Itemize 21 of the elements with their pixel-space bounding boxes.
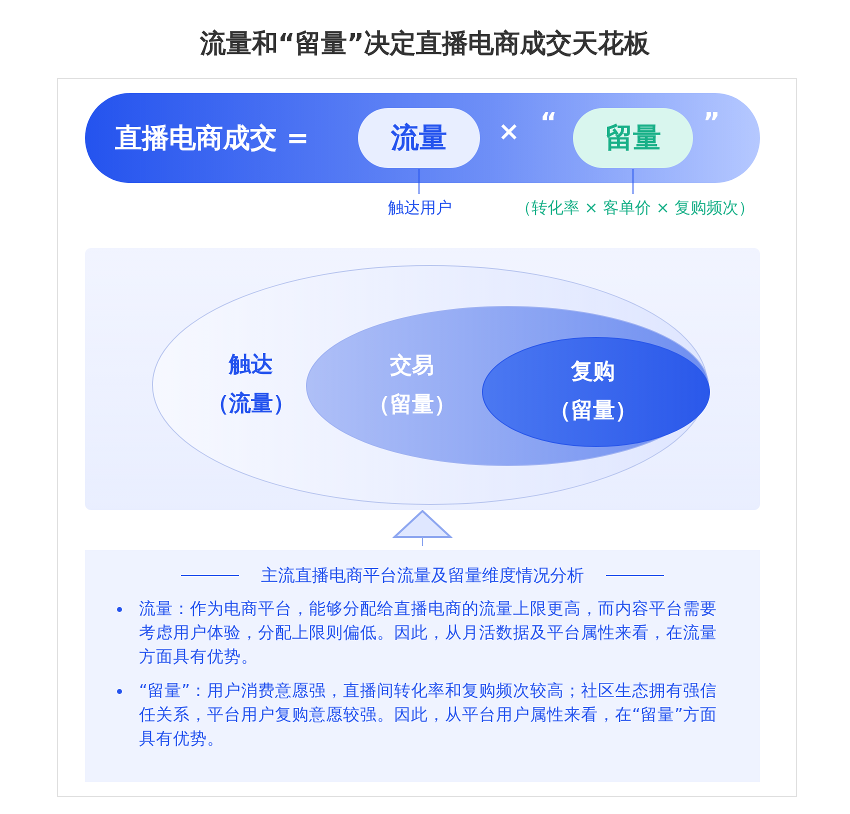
stage-label: （留量）	[367, 391, 457, 419]
bullet-text: “留量”：用户消费意愿强，直播间转化率和复购频次较高；社区生态拥有强信任关系，平台用户复购意愿较强。因此，从平台用户属性来看，在“留量”方面具有优势。	[113, 678, 732, 751]
stage-label: 触达	[228, 352, 274, 380]
bullet-text: 流量：作为电商平台，能够分配给直播电商的流量上限更高，而内容平台需要考虑用户体验，分配上限则偏低。因此，从月活数据及平台属性来看，在流量方面具有优势。	[113, 597, 732, 669]
panel-heading: 主流直播电商平台流量及留量维度情况分析	[261, 565, 584, 587]
formula-symbol: “	[540, 108, 558, 138]
formula-symbol: ”	[703, 108, 720, 138]
term-text: 留量	[605, 120, 661, 156]
triangle-arrow	[394, 510, 452, 546]
term-text: 流量	[391, 120, 447, 156]
stage-label: （流量）	[206, 390, 296, 418]
leader-line	[418, 168, 420, 194]
formula-symbol: ×	[498, 117, 520, 147]
diagram-title: 流量和“留量”决定直播电商成交天花板	[198, 28, 652, 61]
stage-label: 交易	[389, 352, 435, 380]
stage-label: 复购	[570, 358, 616, 386]
leader-line	[632, 168, 634, 194]
ellipse-panel	[85, 248, 760, 510]
formula-text: 直播电商成交 =	[115, 122, 310, 156]
stage-label: （留量）	[548, 397, 638, 425]
analysis-panel	[85, 550, 760, 782]
